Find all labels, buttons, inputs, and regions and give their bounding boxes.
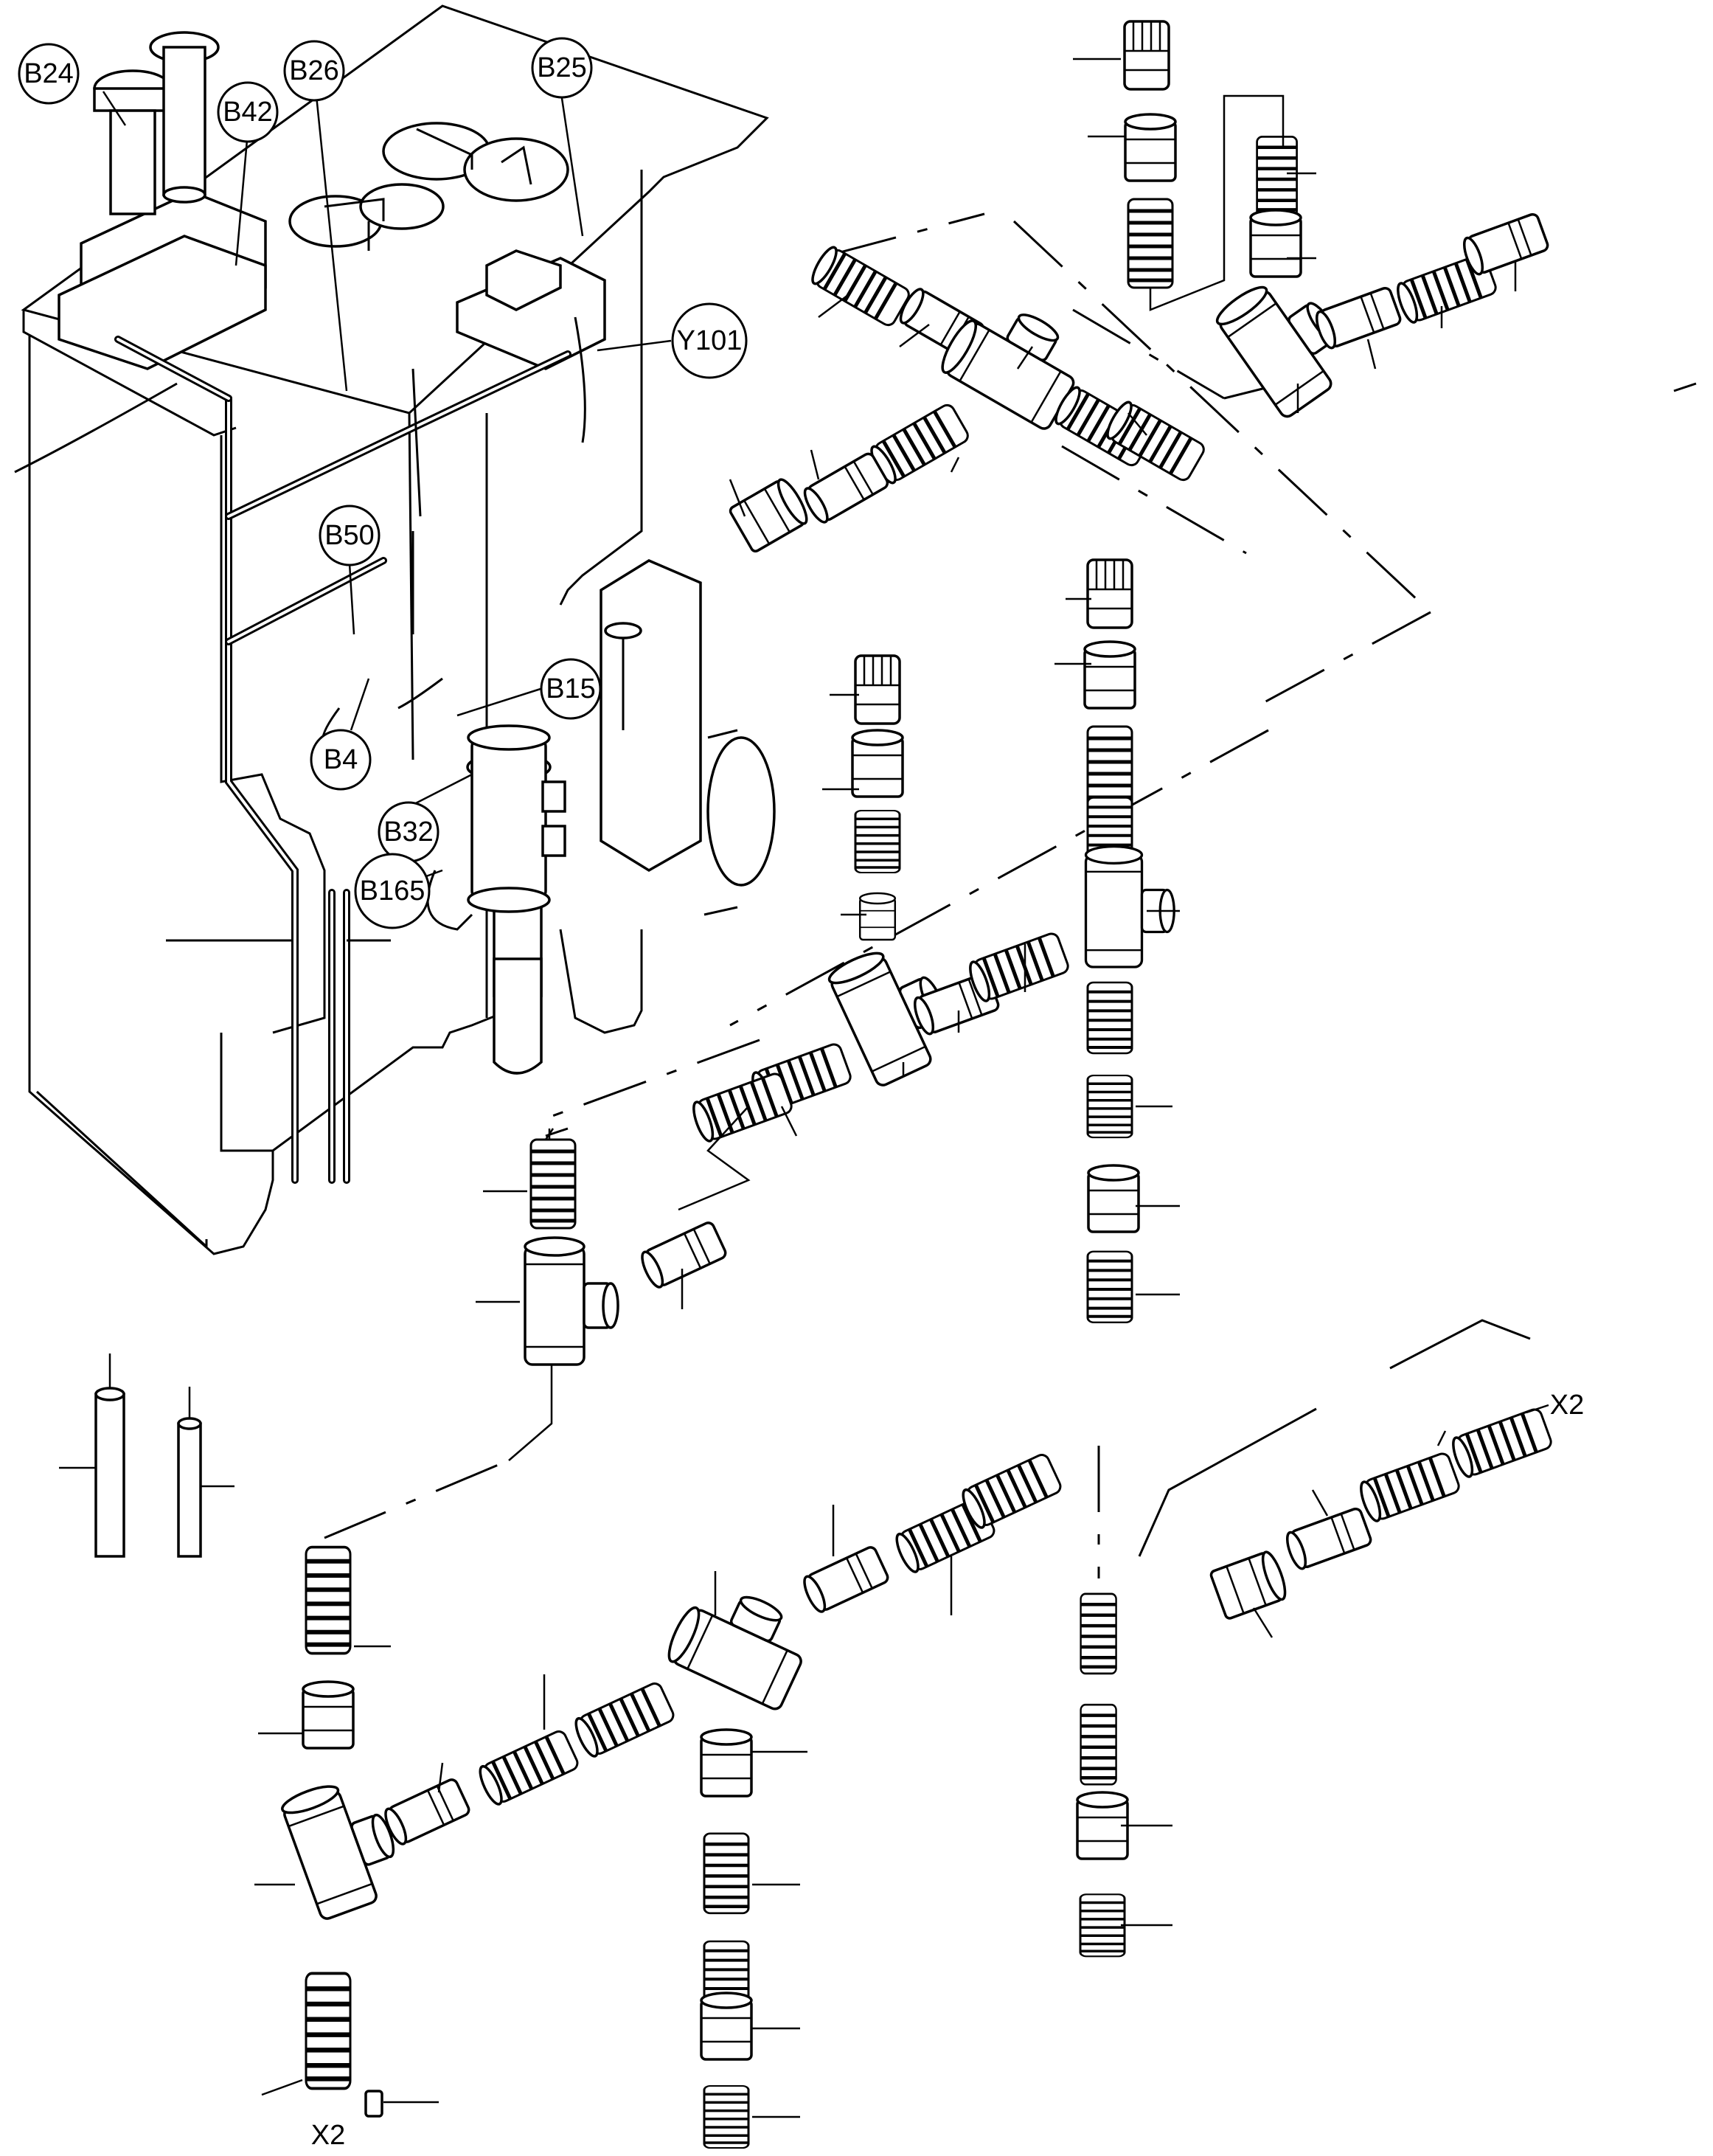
component-labels: B24 B26 B25 B42 Y101 B50 B15 B4 [18,37,748,929]
label-b26: B26 [283,40,345,102]
assembly-guide-lines [324,212,1697,1578]
loose-pins [59,1353,234,1558]
label-y101: Y101 [671,302,748,379]
label-b42: B42 [217,81,279,143]
label-b50: B50 [319,505,381,566]
label-b32: B32 [378,801,439,863]
assembly-upper-middle [727,244,1206,555]
assembly-top-right [1073,20,1551,421]
component-leaders [102,88,672,890]
assembly-left-middle [476,1129,729,1461]
label-b165: B165 [354,853,431,929]
assembly-bottom-right: X2 [1138,1319,1584,1638]
svg-text:B50: B50 [324,520,375,551]
housing-unit [14,4,776,1255]
svg-text:B24: B24 [24,58,74,89]
label-b25: B25 [531,37,593,99]
assembly-bottom: X2 [254,1452,1172,2151]
svg-text:B15: B15 [546,673,596,704]
svg-text:B25: B25 [537,52,587,83]
svg-text:B165: B165 [360,876,425,907]
svg-text:B32: B32 [383,817,434,848]
assembly-middle [544,558,1180,1323]
label-b24: B24 [18,43,80,105]
svg-text:B4: B4 [324,744,358,775]
connector-label-x2-bottom: X2 [311,2120,345,2151]
svg-text:Y101: Y101 [677,325,743,356]
label-b15: B15 [540,658,602,720]
label-b4: B4 [310,729,372,791]
connector-label-x2-right: X2 [1550,1390,1584,1421]
svg-text:B42: B42 [223,97,273,128]
svg-text:B26: B26 [289,55,339,86]
